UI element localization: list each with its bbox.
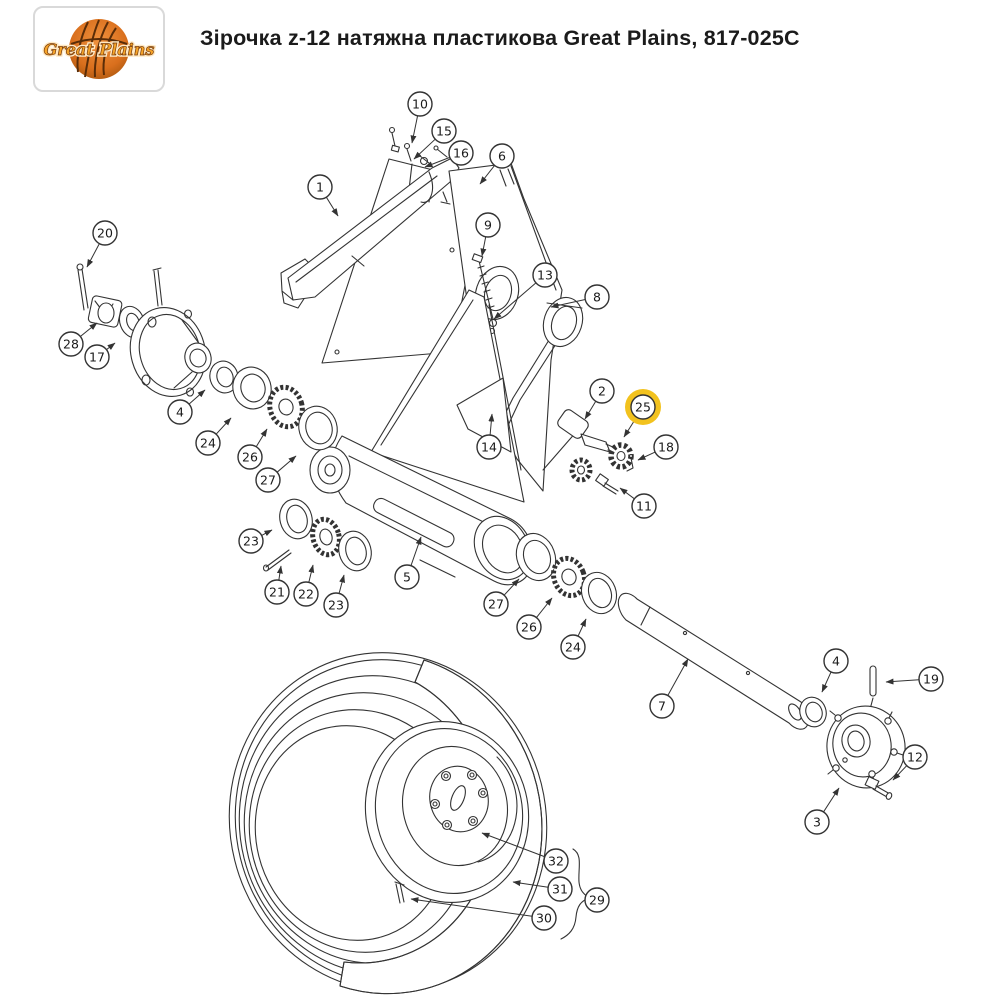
svg-text:15: 15 bbox=[436, 124, 452, 139]
svg-text:13: 13 bbox=[537, 268, 553, 283]
page-title: Зірочка z-12 натяжна пластикова Great Pl… bbox=[200, 26, 800, 50]
wheel-tire bbox=[228, 652, 548, 995]
lower-clamp bbox=[497, 296, 584, 433]
callout-24: 24 bbox=[560, 618, 587, 660]
svg-text:27: 27 bbox=[488, 597, 504, 612]
callout-18: 18 bbox=[637, 434, 679, 461]
svg-text:24: 24 bbox=[200, 436, 216, 451]
callout-9: 9 bbox=[475, 212, 501, 257]
callout-10: 10 bbox=[407, 91, 433, 144]
svg-text:30: 30 bbox=[536, 911, 552, 926]
svg-text:26: 26 bbox=[242, 450, 258, 465]
logo-field-rows-icon bbox=[70, 19, 128, 78]
callout-6: 6 bbox=[479, 143, 515, 185]
svg-text:28: 28 bbox=[63, 337, 79, 352]
svg-text:26: 26 bbox=[521, 620, 537, 635]
callout-7: 7 bbox=[649, 658, 689, 719]
logo-text: Great Plains bbox=[44, 40, 155, 59]
callout-4: 4 bbox=[167, 389, 206, 425]
logo-graphic: Great Plains Great Plains bbox=[42, 19, 156, 79]
callout-23: 23 bbox=[323, 574, 349, 618]
callout-24: 24 bbox=[195, 417, 232, 456]
callout-19: 19 bbox=[885, 666, 944, 692]
svg-text:23: 23 bbox=[328, 598, 344, 613]
callout-16: 16 bbox=[424, 140, 474, 168]
callout-20: 20 bbox=[86, 220, 118, 268]
svg-text:32: 32 bbox=[548, 854, 564, 869]
callout-21: 21 bbox=[264, 565, 290, 605]
callout-17: 17 bbox=[84, 342, 116, 370]
callout-29: 29 bbox=[584, 887, 610, 913]
svg-text:3: 3 bbox=[813, 815, 821, 830]
svg-text:10: 10 bbox=[412, 97, 428, 112]
svg-text:7: 7 bbox=[658, 699, 666, 714]
idler-assembly bbox=[542, 409, 634, 495]
callout-8: 8 bbox=[550, 284, 610, 310]
axle bbox=[617, 592, 810, 730]
svg-text:27: 27 bbox=[260, 473, 276, 488]
valve-stem bbox=[394, 881, 405, 904]
great-plains-logo: Great Plains Great Plains bbox=[33, 6, 165, 92]
callout-31: 31 bbox=[512, 876, 573, 902]
svg-text:2: 2 bbox=[598, 384, 606, 399]
callout-3: 3 bbox=[804, 787, 840, 835]
callout-25: 25 bbox=[623, 389, 661, 438]
svg-text:18: 18 bbox=[658, 440, 674, 455]
svg-text:31: 31 bbox=[552, 882, 568, 897]
svg-text:12: 12 bbox=[907, 750, 923, 765]
svg-text:21: 21 bbox=[269, 585, 285, 600]
right-bearing-set bbox=[515, 532, 618, 615]
svg-text:17: 17 bbox=[89, 350, 105, 365]
callout-12: 12 bbox=[892, 744, 928, 781]
right-hub-assembly bbox=[799, 665, 906, 800]
logo-text-outline: Great Plains bbox=[44, 40, 155, 59]
callout-15: 15 bbox=[413, 118, 457, 160]
svg-text:25: 25 bbox=[635, 400, 651, 415]
svg-text:19: 19 bbox=[923, 672, 939, 687]
callout-22: 22 bbox=[293, 564, 319, 607]
svg-text:29: 29 bbox=[589, 893, 605, 908]
callout-30: 30 bbox=[410, 897, 557, 931]
callout-23: 23 bbox=[238, 528, 273, 554]
callout-4: 4 bbox=[821, 648, 849, 693]
svg-text:4: 4 bbox=[176, 405, 184, 420]
callout-26: 26 bbox=[237, 428, 268, 470]
callout-1: 1 bbox=[307, 174, 339, 217]
svg-text:8: 8 bbox=[593, 290, 601, 305]
callout-13: 13 bbox=[493, 262, 558, 320]
upper-clamp bbox=[471, 253, 520, 335]
svg-text:4: 4 bbox=[832, 654, 840, 669]
svg-text:11: 11 bbox=[636, 499, 652, 514]
callout-27: 27 bbox=[483, 578, 520, 617]
svg-text:6: 6 bbox=[498, 149, 506, 164]
svg-text:14: 14 bbox=[481, 440, 497, 455]
upper-arm bbox=[280, 157, 460, 309]
callout-14: 14 bbox=[476, 413, 502, 460]
svg-text:9: 9 bbox=[484, 218, 492, 233]
callout-5: 5 bbox=[394, 536, 422, 590]
svg-text:1: 1 bbox=[316, 180, 324, 195]
svg-text:23: 23 bbox=[243, 534, 259, 549]
callout-26: 26 bbox=[516, 597, 553, 640]
callout-11: 11 bbox=[619, 487, 657, 519]
svg-text:20: 20 bbox=[97, 226, 113, 241]
callout-2: 2 bbox=[584, 378, 615, 420]
lower-seal-parts bbox=[262, 498, 372, 572]
svg-text:24: 24 bbox=[565, 640, 581, 655]
fasteners-top bbox=[388, 126, 451, 205]
callout-32: 32 bbox=[481, 832, 569, 874]
svg-text:5: 5 bbox=[403, 570, 411, 585]
svg-text:22: 22 bbox=[298, 587, 314, 602]
svg-text:16: 16 bbox=[453, 146, 469, 161]
left-hub-assembly bbox=[76, 263, 338, 451]
callout-27: 27 bbox=[255, 455, 297, 493]
callout-28: 28 bbox=[58, 322, 98, 357]
